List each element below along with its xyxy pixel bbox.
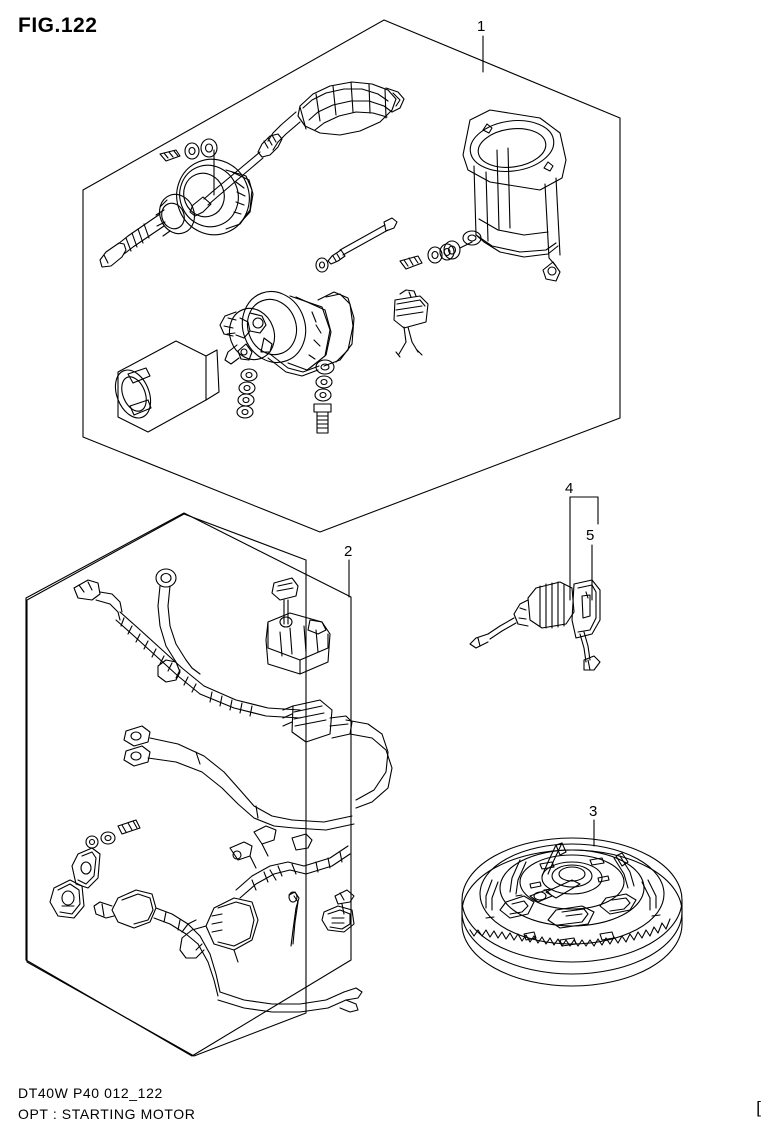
part-pinion-drive — [99, 138, 254, 268]
corner-bracket-mark: [ — [756, 1098, 761, 1117]
part-connector-block — [282, 699, 393, 809]
group-outline-wiring-harness — [26, 513, 350, 1057]
part-lower-harness — [93, 825, 363, 1013]
footer-caption: OPT : STARTING MOTOR — [18, 1106, 196, 1122]
group-outline-wiring-harness-shape — [25, 512, 352, 1057]
callout-3: 3 — [589, 803, 598, 820]
part-cable-clip — [321, 889, 355, 933]
part-harness-clamp — [265, 577, 331, 675]
callout-1: 1 — [477, 18, 486, 35]
part-ground-lead-ring — [155, 568, 201, 683]
group-outline-starting-motor — [82, 19, 621, 533]
part-brush-set — [393, 289, 429, 358]
part-through-bolt — [315, 217, 398, 273]
footer-model-code: DT40W P40 012_122 — [18, 1085, 163, 1101]
part-twin-lead-terminals — [123, 725, 355, 831]
callout-5: 5 — [586, 527, 595, 544]
part-cable-tie — [288, 891, 300, 947]
part-bolt-washer-set — [399, 240, 473, 270]
callout-4: 4 — [565, 480, 574, 497]
part-battery-cable-braided — [73, 579, 301, 719]
callout-2: 2 — [344, 543, 353, 560]
part-hardware-set — [49, 819, 141, 919]
figure-title: FIG.122 — [18, 14, 98, 37]
part-motor-mount-holder — [439, 109, 567, 282]
group-flywheel-rotor — [461, 819, 683, 987]
part-motor-yoke — [114, 290, 355, 434]
part-armature — [189, 81, 405, 217]
group-solenoid-switch — [469, 496, 601, 671]
